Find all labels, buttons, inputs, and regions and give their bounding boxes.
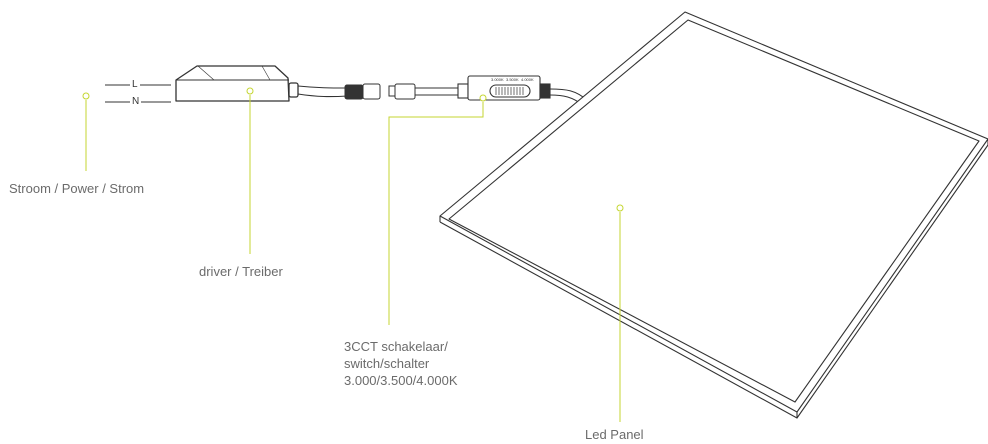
label-switch-line2: switch/schalter — [344, 356, 430, 371]
cct-switch — [457, 75, 551, 101]
wire-label-live: L — [130, 79, 140, 90]
switch-mark-3500k: 3.500K — [506, 77, 519, 82]
driver-cable — [297, 85, 349, 98]
label-driver: driver / Treiber — [199, 264, 283, 279]
switch-mark-3000k: 3.000K — [491, 77, 504, 82]
label-switch: 3CCT schakelaar/ switch/schalter 3.000/3… — [344, 338, 458, 389]
label-panel: Led Panel — [585, 427, 644, 442]
wire-label-neutral: N — [130, 96, 142, 107]
switch-mark-4000k: 4.000K — [521, 77, 534, 82]
callout-dot-panel — [616, 204, 624, 212]
callout-dot-driver — [246, 87, 254, 95]
led-panel — [439, 11, 988, 419]
label-power: Stroom / Power / Strom — [9, 181, 145, 196]
callout-line-switch — [388, 102, 484, 325]
dc-plug-male — [388, 83, 460, 100]
callout-dot-power — [82, 92, 90, 100]
label-switch-line3: 3.000/3.500/4.000K — [344, 373, 458, 388]
dc-connector-female — [344, 83, 381, 100]
callout-lines — [85, 95, 621, 422]
driver-box — [175, 65, 299, 102]
callout-dot-switch — [479, 94, 487, 102]
label-switch-line1: 3CCT schakelaar/ — [344, 339, 448, 354]
callout-dots — [82, 87, 624, 212]
